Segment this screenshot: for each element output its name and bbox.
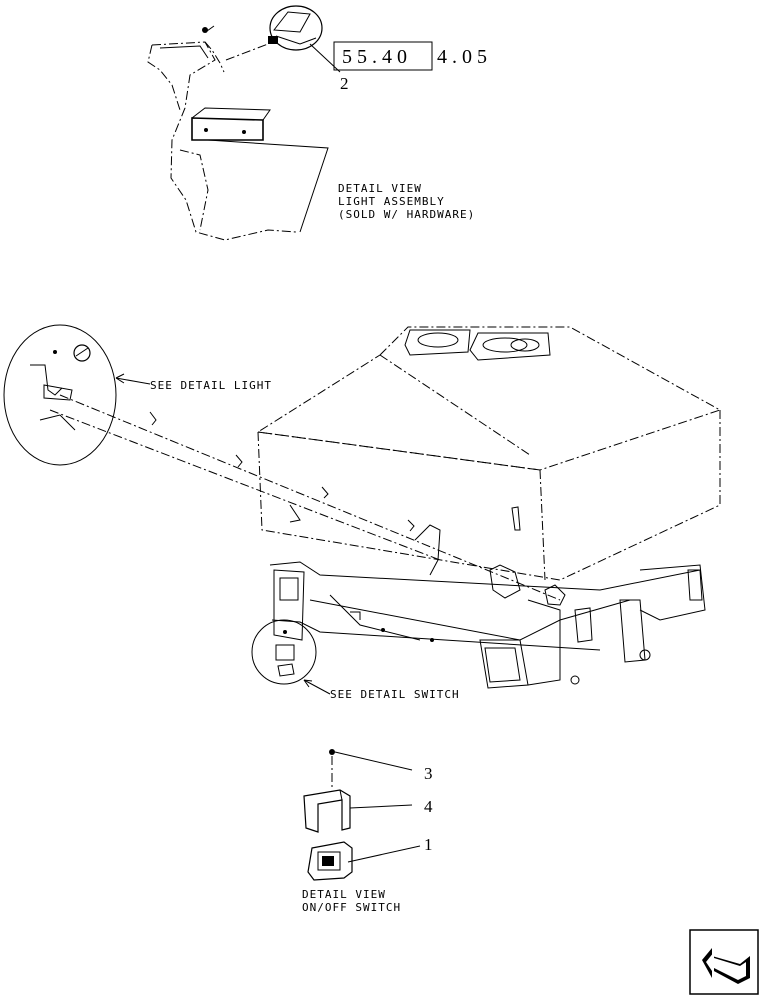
detail-switch-subtitle: ON/OFF SWITCH — [302, 901, 401, 914]
work-light-icon — [268, 5, 323, 51]
detail-light-note: (SOLD W/ HARDWARE) — [338, 208, 475, 221]
bracket-icon — [303, 789, 351, 833]
reference-code-boxed: 55.40 — [342, 46, 412, 68]
reference-code: 55.40 4.05 — [333, 41, 492, 71]
detail-switch-title: DETAIL VIEW — [302, 888, 386, 901]
item-number-2: 2 — [340, 74, 349, 93]
switch-detail-bubble — [251, 619, 317, 685]
item-number-1: 1 — [424, 835, 433, 854]
detail-light-title: DETAIL VIEW — [338, 182, 422, 195]
machine-assembly — [49, 326, 722, 689]
see-detail-switch-callout: SEE DETAIL SWITCH — [330, 688, 460, 701]
on-off-switch-icon — [307, 841, 353, 881]
light-assembly-detail — [147, 5, 341, 241]
switch-detail: 3 4 1 DETAIL VIEW ON/OFF SWITCH — [302, 749, 433, 914]
item-number-3: 3 — [424, 764, 433, 783]
detail-light-subtitle: LIGHT ASSEMBLY — [338, 195, 445, 208]
arrow-navigation-icon[interactable] — [689, 929, 759, 995]
see-detail-light-callout: SEE DETAIL LIGHT — [150, 379, 272, 392]
item-number-4: 4 — [424, 797, 433, 816]
light-detail-bubble — [3, 324, 117, 466]
screw-icon — [329, 749, 335, 755]
reference-code-suffix: 4.05 — [437, 46, 492, 68]
